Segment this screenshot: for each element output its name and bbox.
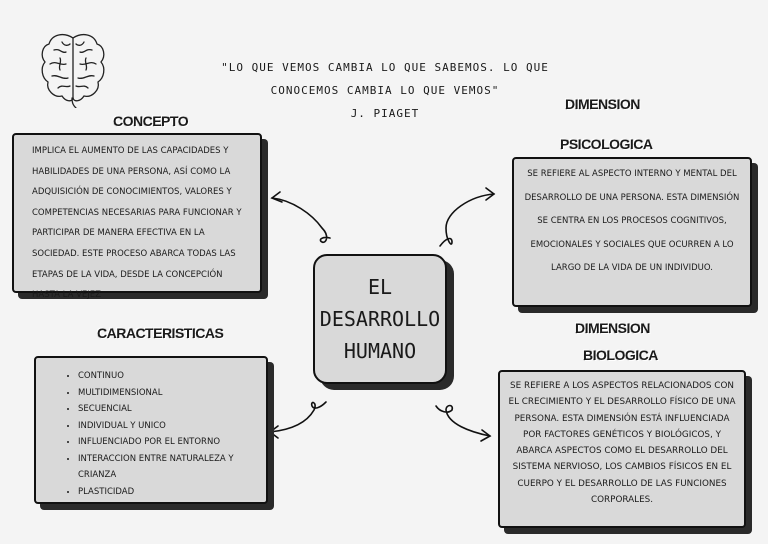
biologica-card: SE REFIERE A LOS ASPECTOS RELACIONADOS C…	[498, 370, 746, 528]
biologica-title-line-2: BIOLOGICA	[583, 347, 658, 363]
psicologica-title-line-2: PSICOLOGICA	[560, 136, 653, 152]
arrow-to-biologica	[435, 404, 491, 437]
psicologica-text: SE REFIERE AL ASPECTO INTERNO Y MENTAL D…	[524, 169, 740, 273]
biologica-text: SE REFIERE A LOS ASPECTOS RELACIONADOS C…	[508, 381, 736, 506]
caracteristicas-title: CARACTERISTICAS	[97, 325, 224, 341]
quote-line-1: "LO QUE VEMOS CAMBIA LO QUE SABEMOS. LO …	[221, 61, 549, 74]
list-item: MULTIDIMENSIONAL	[78, 385, 258, 402]
central-topic-line-2: DESARROLLO	[319, 307, 441, 331]
quote-author: J. PIAGET	[350, 107, 420, 120]
brain-icon	[41, 33, 105, 108]
concepto-title: CONCEPTO	[113, 113, 189, 129]
caracteristicas-list: CONTINUO MULTIDIMENSIONAL SECUENCIAL IND…	[64, 368, 258, 500]
quote: "LO QUE VEMOS CAMBIA LO QUE SABEMOS. LO …	[200, 56, 570, 125]
quote-line-2: CONOCEMOS CAMBIA LO QUE VEMOS"	[270, 84, 500, 97]
list-item: INDIVIDUAL Y UNICO	[78, 418, 258, 435]
list-item: INTERACCION ENTRE NATURALEZA Y CRIANZA	[78, 451, 258, 484]
caracteristicas-card: CONTINUO MULTIDIMENSIONAL SECUENCIAL IND…	[34, 356, 268, 504]
arrow-to-caracteristicas	[269, 401, 327, 433]
arrow-to-concepto	[271, 197, 331, 244]
psicologica-card: SE REFIERE AL ASPECTO INTERNO Y MENTAL D…	[512, 157, 752, 307]
central-topic: EL DESARROLLO HUMANO	[313, 254, 447, 384]
list-item: PLASTICIDAD	[78, 484, 258, 501]
arrow-to-psicologica	[439, 193, 495, 247]
central-topic-line-1: EL	[367, 275, 393, 299]
list-item: SECUENCIAL	[78, 401, 258, 418]
biologica-title-line-1: DIMENSION	[575, 320, 650, 336]
central-topic-line-3: HUMANO	[343, 339, 417, 363]
concepto-card: Implica el aumento de las capacidades y …	[12, 133, 262, 300]
concepto-text: Implica el aumento de las capacidades y …	[32, 146, 242, 301]
psicologica-title-line-1: DIMENSION	[565, 96, 640, 112]
list-item: CONTINUO	[78, 368, 258, 385]
list-item: INFLUENCIADO POR EL ENTORNO	[78, 434, 258, 451]
